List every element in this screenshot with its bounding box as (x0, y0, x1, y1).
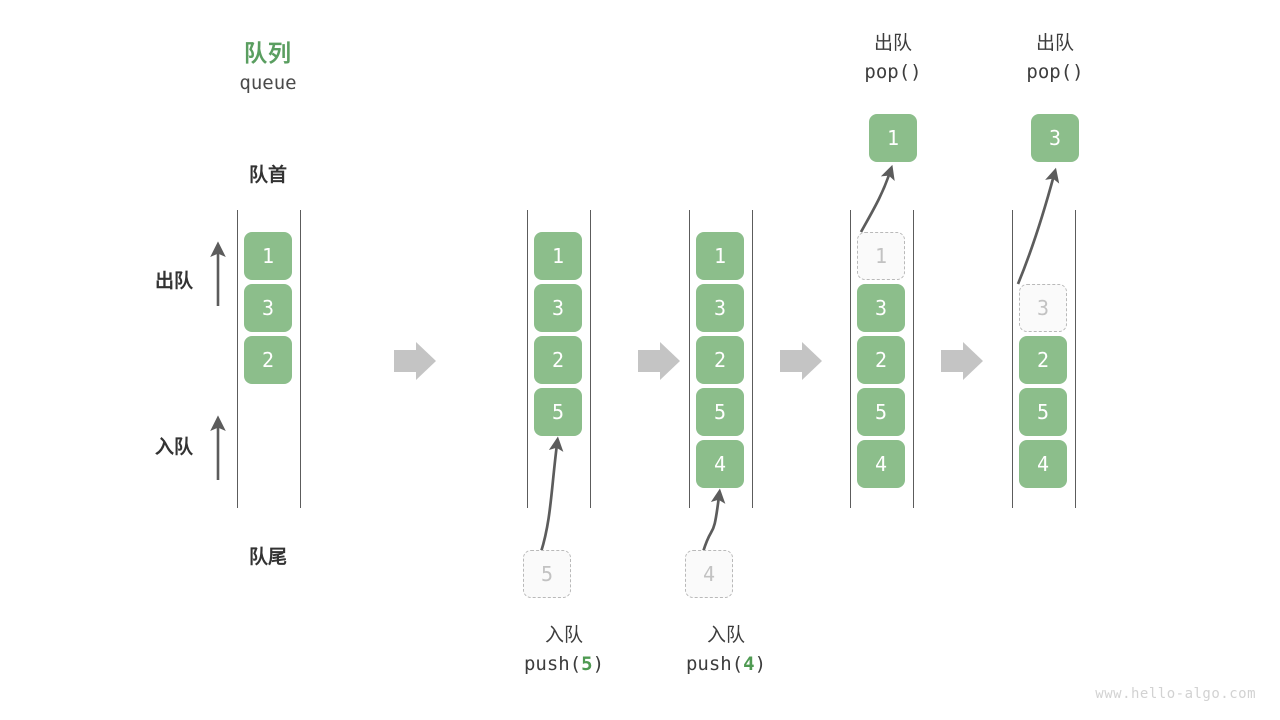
queue-cell: 5 (1019, 388, 1067, 436)
caption-code-arg: 5 (581, 653, 593, 675)
caption-code-prefix: push( (685, 653, 744, 675)
queue-rail-right (912, 210, 915, 508)
caption-cn: 出队 (873, 33, 912, 54)
caption-code: pop() (955, 61, 1155, 83)
queue-cell: 1 (534, 232, 582, 280)
queue-cell: 2 (244, 336, 292, 384)
queue-rail-left (236, 210, 239, 508)
queue-cell: 2 (1019, 336, 1067, 384)
caption-code: push(5) (464, 653, 664, 675)
incoming-element-ghost: 4 (685, 550, 733, 598)
popped-element: 3 (1031, 114, 1079, 162)
caption-code-suffix: ) (592, 653, 605, 675)
caption-code-prefix: push( (523, 653, 582, 675)
watermark: www.hello-algo.com (1095, 686, 1256, 702)
caption-code: push(4) (626, 653, 826, 675)
label-enqueue-direction: 入队 (154, 437, 193, 458)
caption-code: pop() (793, 61, 993, 83)
diagram-title-en: queue (239, 72, 297, 94)
label-queue-front: 队首 (248, 165, 287, 186)
queue-cell: 2 (534, 336, 582, 384)
caption-code-arg: 4 (743, 653, 755, 675)
diagram-title-cn: 队列 (244, 40, 292, 66)
caption-code-prefix: pop( (1026, 61, 1073, 83)
queue-rail-left (849, 210, 852, 508)
queue-rail-right (299, 210, 302, 508)
caption-code-suffix: ) (754, 653, 767, 675)
caption-code-prefix: pop( (864, 61, 911, 83)
queue-cell: 3 (857, 284, 905, 332)
queue-rail-left (526, 210, 529, 508)
queue-cell: 2 (696, 336, 744, 384)
queue-cell: 1 (696, 232, 744, 280)
label-dequeue-direction: 出队 (154, 271, 193, 292)
queue-rail-left (688, 210, 691, 508)
queue-cell: 3 (696, 284, 744, 332)
queue-rail-left (1011, 210, 1014, 508)
popped-element: 1 (869, 114, 917, 162)
pop-caption: 出队 pop() (793, 28, 993, 83)
queue-cell: 5 (696, 388, 744, 436)
caption-cn: 出队 (1035, 33, 1074, 54)
queue-rail-right (589, 210, 592, 508)
queue-cell: 4 (696, 440, 744, 488)
queue-cell: 4 (1019, 440, 1067, 488)
pop-caption: 出队 pop() (955, 28, 1155, 83)
queue-cell-ghost: 1 (857, 232, 905, 280)
queue-cell: 4 (857, 440, 905, 488)
incoming-element-ghost: 5 (523, 550, 571, 598)
push-caption: 入队 push(5) (464, 620, 664, 675)
queue-rail-right (751, 210, 754, 508)
caption-cn: 入队 (544, 625, 583, 646)
push-caption: 入队 push(4) (626, 620, 826, 675)
caption-code-suffix: ) (910, 61, 922, 83)
queue-rail-right (1074, 210, 1077, 508)
queue-cell: 5 (857, 388, 905, 436)
queue-cell: 1 (244, 232, 292, 280)
caption-code-suffix: ) (1072, 61, 1084, 83)
queue-cell: 2 (857, 336, 905, 384)
queue-cell-ghost: 3 (1019, 284, 1067, 332)
caption-cn: 入队 (706, 625, 745, 646)
label-queue-rear: 队尾 (248, 547, 287, 568)
queue-cell: 3 (534, 284, 582, 332)
queue-cell: 3 (244, 284, 292, 332)
queue-cell: 5 (534, 388, 582, 436)
